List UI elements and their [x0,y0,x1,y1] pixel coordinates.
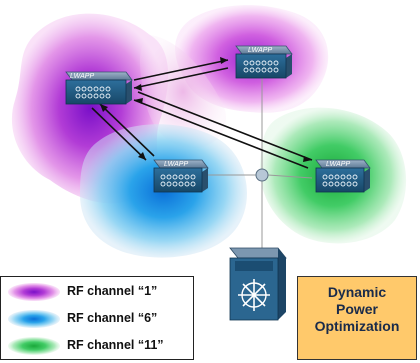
access-point-1: LWAPP [65,71,133,105]
access-point-label: LWAPP [326,161,350,168]
arrow-ap1-ap4-b [133,99,309,169]
arrow-head-icon [303,156,312,162]
purple-cloud-swatch-icon [8,283,60,301]
arrow-head-icon [100,104,108,112]
access-point-label: LWAPP [248,47,272,54]
access-point-label: LWAPP [70,73,94,80]
arrow-ap1-ap4-a [137,91,313,161]
legend-item-channel-1: RF channel “1” [1,280,195,304]
legend-label: RF channel “1” [67,284,158,298]
access-point-4: LWAPP [315,159,371,193]
wired-link-ap4-hub [267,174,313,179]
arrow-ap1-ap2-a [133,59,229,81]
feature-box-line: Dynamic [327,284,387,300]
arrow-ap1-ap3-b [99,103,155,157]
access-point-3: LWAPP [153,159,209,193]
ap-ports-icon [160,174,196,187]
green-cloud-swatch-icon [8,337,60,355]
coverage-cloud-pink-halo [140,35,226,149]
rf-arrow-heads [100,57,312,162]
coverage-clouds [11,5,407,258]
arrow-head-icon [220,57,228,64]
feature-box-line: Optimization [314,318,400,334]
wired-links [200,78,313,248]
legend-item-channel-11: RF channel “11” [1,334,195,358]
ap-ports-icon [243,60,279,73]
arrow-ap1-ap3-a [91,107,147,161]
legend-label: RF channel “11” [67,338,164,352]
dynamic-power-optimization-box: Dynamic Power Optimization [297,276,417,360]
feature-box-line: Power [335,301,378,317]
arrow-head-icon [134,84,142,91]
rf-neighbor-arrows [91,59,313,169]
arrow-head-icon [138,152,146,160]
legend-item-channel-6: RF channel “6” [1,307,195,331]
legend-label: RF channel “6” [67,311,158,325]
arrow-ap1-ap2-b [133,67,229,89]
ap-ports-icon [75,86,111,99]
blue-cloud-swatch-icon [8,310,60,328]
ap-ports-icon [322,174,358,187]
arrow-head-icon [134,98,143,104]
wireless-controller-switch-icon [229,247,287,321]
access-point-2: LWAPP [235,45,293,79]
access-point-label: LWAPP [164,161,188,168]
network-hub-icon [255,168,269,182]
legend: RF channel “1” RF channel “6” RF channel… [0,276,194,360]
